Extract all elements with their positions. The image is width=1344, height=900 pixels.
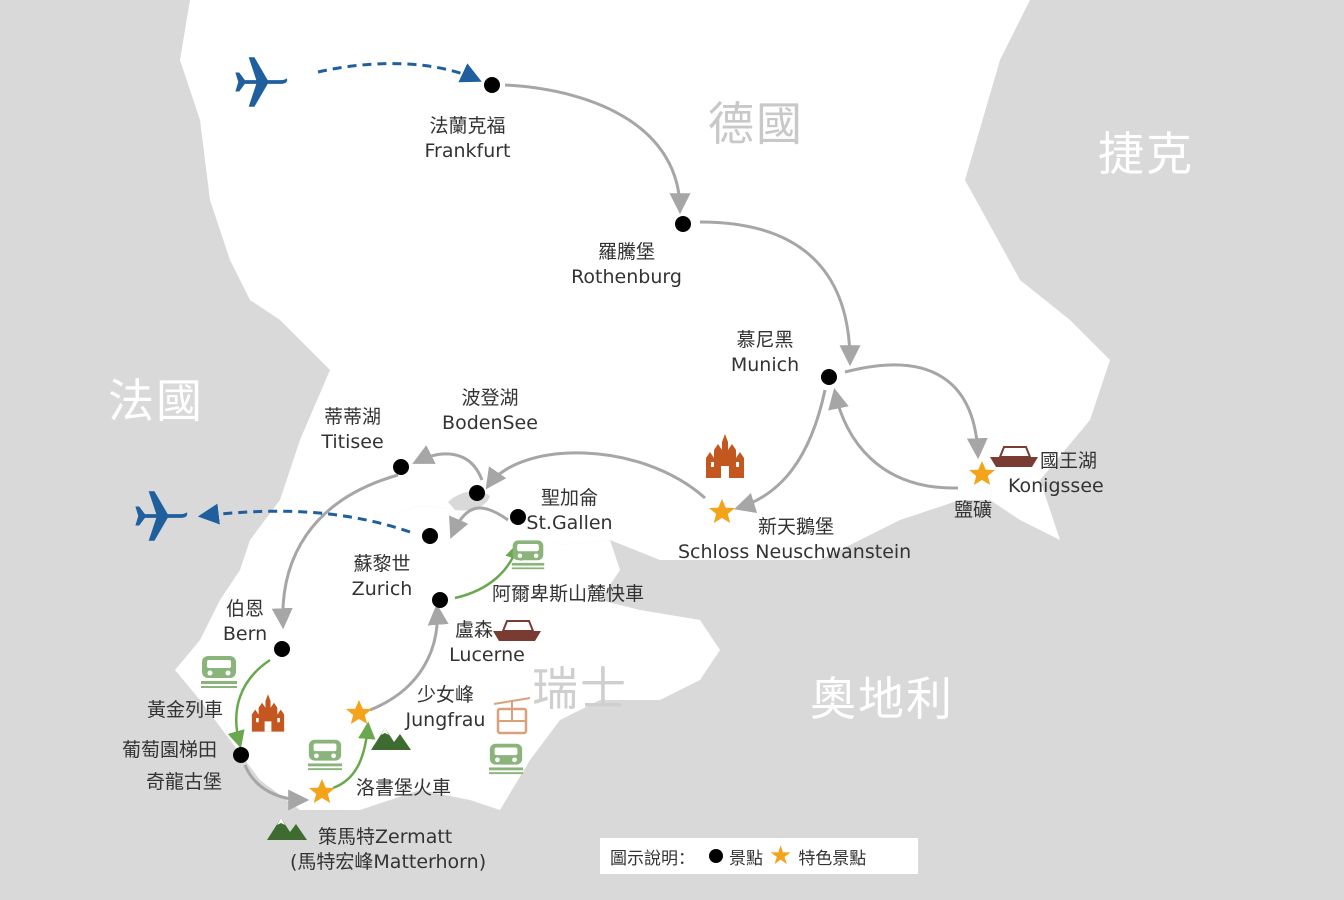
train-icon <box>201 656 237 688</box>
label-lucerne-en: Lucerne <box>449 644 525 666</box>
dot-icon <box>484 77 500 93</box>
label-en: Jungfrau <box>405 709 486 731</box>
label-en: Bern <box>222 623 268 645</box>
label-zh: 少女峰 <box>416 684 474 706</box>
airplane-icon <box>135 491 188 541</box>
label-matterhorn: (馬特宏峰Matterhorn) <box>290 851 487 873</box>
label-zh: 慕尼黑 <box>736 329 794 351</box>
label-munich: 慕尼黑 Munich <box>720 328 810 378</box>
label-golden-pass: 黃金列車 <box>146 699 223 721</box>
sight-dots <box>233 77 837 763</box>
label-lotschberg: 洛書堡火車 <box>356 777 452 799</box>
label-en: Munich <box>730 354 800 376</box>
label-zh: 羅騰堡 <box>597 241 655 263</box>
label-titisee: 蒂蒂湖 Titisee <box>310 405 395 455</box>
label-zh: 蘇黎世 <box>353 553 411 575</box>
country-label-germany: 德國 <box>708 97 804 151</box>
label-neuschwanstein-zh: 新天鵝堡 <box>758 516 835 538</box>
dot-icon <box>675 216 691 232</box>
dot-icon <box>432 592 448 608</box>
dot-icon <box>233 747 249 763</box>
label-lucerne-zh: 盧森 <box>454 619 493 641</box>
dot-icon <box>393 459 409 475</box>
label-zh: 波登湖 <box>461 387 519 409</box>
label-konigssee-zh: 國王湖 <box>1040 450 1098 472</box>
germany-shape <box>180 0 1110 560</box>
label-en: Titisee <box>321 431 384 453</box>
label-bern: 伯恩 Bern <box>215 597 275 647</box>
train-icon <box>488 743 524 775</box>
dot-icon <box>510 509 526 525</box>
dot-icon <box>821 369 837 385</box>
label-rothenburg: 羅騰堡 Rothenburg <box>564 240 689 290</box>
mountain-icon <box>267 818 307 840</box>
label-chillon: 奇龍古堡 <box>145 771 222 793</box>
label-salt-mine: 鹽礦 <box>954 499 993 521</box>
label-jungfrau: 少女峰 Jungfrau <box>398 683 493 733</box>
label-zh: 聖加侖 <box>540 487 598 509</box>
star-icon: ★ <box>769 841 793 871</box>
label-alpine-express: 阿爾卑斯山麓快車 <box>492 583 645 605</box>
legend-title: 圖示說明： <box>610 848 695 869</box>
label-en: BodenSee <box>442 412 538 434</box>
dot-icon <box>469 485 485 501</box>
country-label-switzerland: 瑞士 <box>532 662 628 716</box>
label-stgallen: 聖加侖 St.Gallen <box>522 486 617 536</box>
cable-car-icon <box>493 697 531 735</box>
label-en: St.Gallen <box>526 512 613 534</box>
flight-paths <box>197 62 482 534</box>
grey-routes <box>243 83 988 811</box>
dot-icon <box>274 641 290 657</box>
dot-icon <box>709 849 723 863</box>
label-zh: 蒂蒂湖 <box>323 406 381 428</box>
label-en: Frankfurt <box>424 140 511 162</box>
legend-sight-label: 景點 <box>729 848 763 869</box>
country-label-austria: 奧地利 <box>810 672 954 726</box>
train-icon <box>511 540 545 570</box>
switzerland-shape <box>175 505 720 810</box>
label-frankfurt: 法蘭克福 Frankfurt <box>410 114 525 164</box>
label-zermatt: 策馬特Zermatt <box>318 826 453 848</box>
legend: 圖示說明： 景點 ★ 特色景點 <box>600 838 918 874</box>
label-bodensee: 波登湖 BodenSee <box>430 386 550 436</box>
country-label-france: 法國 <box>108 374 204 428</box>
country-label-czech: 捷克 <box>1098 127 1194 181</box>
label-neuschwanstein-en: Schloss Neuschwanstein <box>678 541 912 563</box>
label-en: Zurich <box>351 578 413 600</box>
label-zh: 伯恩 <box>225 598 264 620</box>
dot-icon <box>422 528 438 544</box>
label-zurich: 蘇黎世 Zurich <box>342 552 422 602</box>
label-konigssee-en: Konigssee <box>1008 475 1104 497</box>
legend-feature-label: 特色景點 <box>798 848 867 869</box>
label-vineyard: 葡萄園梯田 <box>121 739 217 761</box>
label-en: Rothenburg <box>571 266 682 288</box>
label-zh: 法蘭克福 <box>429 115 506 137</box>
train-icon <box>307 739 343 771</box>
